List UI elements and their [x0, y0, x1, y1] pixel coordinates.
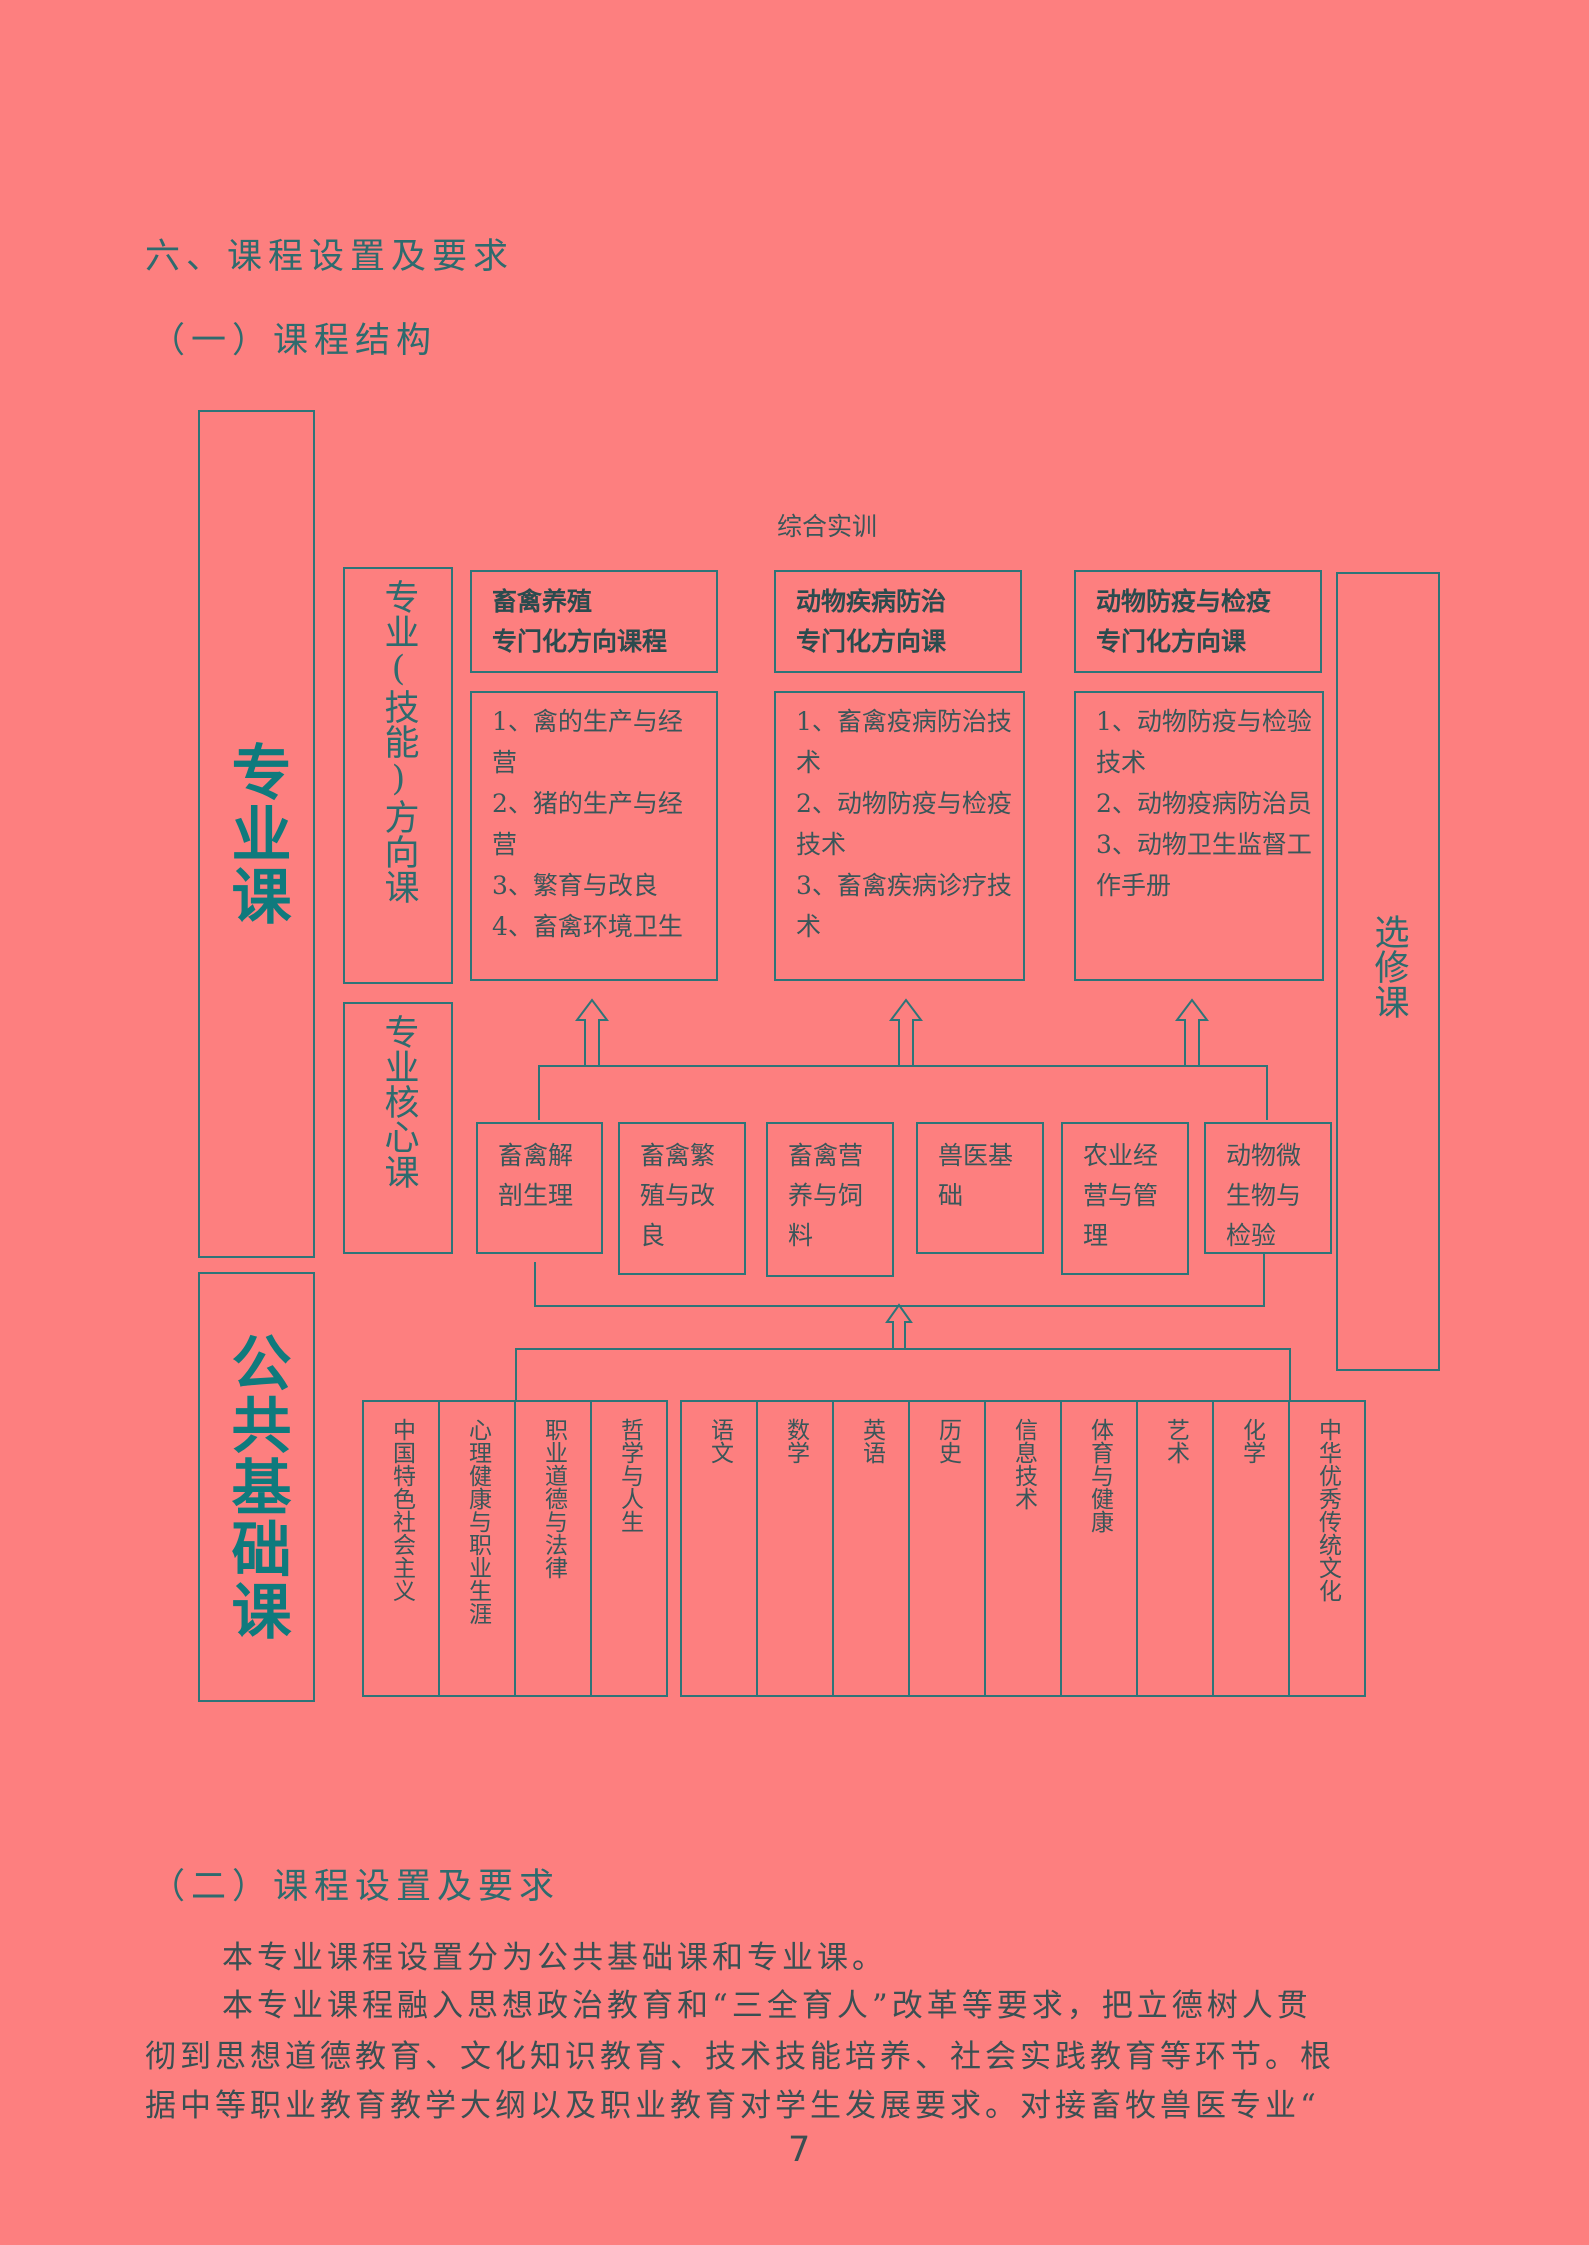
public-course-name: 数学 [782, 1418, 809, 1464]
paragraph-line: 彻到思想道德教育、文化知识教育、技术技能培养、社会实践教育等环节。根 [145, 2039, 1335, 2075]
public-course-cell: 信息技术 [986, 1402, 1062, 1695]
core-course-box: 农业经营与管理 [1061, 1122, 1189, 1275]
direction-course-item: 3、繁育与改良 [492, 871, 658, 900]
core-course-name: 畜禽解剖生理 [498, 1141, 574, 1210]
elective-course-label: 选修课 [1368, 914, 1409, 1019]
core-course-box: 畜禽解剖生理 [476, 1122, 603, 1254]
public-course-cell: 哲学与人生 [592, 1402, 666, 1695]
direction-course-list-box: 1、禽的生产与经营 2、猪的生产与经营 3、繁育与改良 4、畜禽环境卫生 [470, 691, 718, 981]
public-course-name: 艺术 [1162, 1418, 1189, 1464]
direction-title-line: 畜禽养殖 [492, 587, 593, 616]
core-course-box: 动物微生物与检验 [1204, 1122, 1332, 1254]
public-course-group: 语文 数学 英语 历史 信息技术 体育与健康 艺术 化学 中华优秀传统文化 [680, 1400, 1366, 1697]
paragraph-line: 本专业课程融入思想政治教育和“三全育人”改革等要求，把立德树人贯 [222, 1988, 1312, 2024]
public-course-name: 中国特色社会主义 [388, 1418, 415, 1602]
public-course-box: 公共基础课 [198, 1272, 315, 1702]
public-course-cell: 体育与健康 [1062, 1402, 1138, 1695]
direction-course-item: 2、猪的生产与经营 [492, 789, 683, 859]
direction-title-box: 畜禽养殖专门化方向课程 [470, 570, 718, 673]
public-course-name: 心理健康与职业生涯 [464, 1418, 491, 1625]
practice-label: 综合实训 [777, 512, 878, 541]
core-course-name: 畜禽营养与饲料 [788, 1141, 864, 1250]
public-course-cell: 艺术 [1138, 1402, 1214, 1695]
public-course-name: 中华优秀传统文化 [1314, 1418, 1341, 1602]
public-course-cell: 中华优秀传统文化 [1290, 1402, 1364, 1695]
core-course-box: 畜禽营养与饲料 [766, 1122, 894, 1277]
direction-title-box: 动物防疫与检疫专门化方向课 [1074, 570, 1322, 673]
subsection-heading-settings: （二）课程设置及要求 [150, 1867, 561, 1907]
core-course-name: 农业经营与管理 [1083, 1141, 1159, 1250]
direction-course-label: 专业(技能)方向课 [378, 579, 419, 904]
page-number: 7 [788, 2130, 811, 2170]
core-course-label-box: 专业核心课 [343, 1002, 453, 1254]
direction-course-item: 2、动物防疫与检疫技术 [796, 789, 1012, 859]
core-course-name: 畜禽繁殖与改良 [640, 1141, 716, 1250]
public-course-name: 职业道德与法律 [540, 1418, 567, 1579]
direction-title-line: 专门化方向课 [796, 627, 947, 656]
paragraph-line: 据中等职业教育教学大纲以及职业教育对学生发展要求。对接畜牧兽医专业“ [145, 2088, 1320, 2124]
subsection-heading-structure: （一）课程结构 [150, 321, 438, 361]
public-course-name: 历史 [934, 1418, 961, 1464]
direction-course-label-box: 专业(技能)方向课 [343, 567, 453, 984]
public-course-name: 英语 [858, 1418, 885, 1464]
direction-course-item: 3、畜禽疾病诊疗技术 [796, 871, 1012, 941]
direction-course-item: 3、动物卫生监督工作手册 [1096, 830, 1312, 900]
direction-course-item: 1、禽的生产与经营 [492, 707, 683, 777]
direction-title-line: 专门化方向课 [1096, 627, 1247, 656]
direction-course-item: 4、畜禽环境卫生 [492, 912, 683, 941]
public-course-cell: 历史 [910, 1402, 986, 1695]
core-course-label: 专业核心课 [378, 1014, 419, 1189]
public-course-cell: 语文 [682, 1402, 758, 1695]
public-course-cell: 英语 [834, 1402, 910, 1695]
core-course-name: 动物微生物与检验 [1226, 1141, 1302, 1250]
public-course-label: 公共基础课 [221, 1332, 291, 1642]
professional-course-box: 专业课 [198, 410, 315, 1258]
direction-course-item: 1、畜禽疫病防治技术 [796, 707, 1012, 777]
public-course-cell: 中国特色社会主义 [364, 1402, 440, 1695]
elective-course-box: 选修课 [1336, 572, 1440, 1371]
direction-course-item: 2、动物疫病防治员 [1096, 789, 1312, 818]
core-course-box: 畜禽繁殖与改良 [618, 1122, 746, 1275]
public-course-group: 中国特色社会主义 心理健康与职业生涯 职业道德与法律 哲学与人生 [362, 1400, 668, 1697]
public-course-name: 信息技术 [1010, 1418, 1037, 1510]
direction-course-item: 1、动物防疫与检验技术 [1096, 707, 1312, 777]
core-course-name: 兽医基础 [938, 1141, 1014, 1210]
public-course-cell: 数学 [758, 1402, 834, 1695]
public-course-name: 哲学与人生 [616, 1418, 643, 1533]
direction-title-box: 动物疾病防治专门化方向课 [774, 570, 1022, 673]
direction-title-line: 动物疾病防治 [796, 587, 947, 616]
direction-title-line: 动物防疫与检疫 [1096, 587, 1272, 616]
direction-course-list-box: 1、畜禽疫病防治技术 2、动物防疫与检疫技术 3、畜禽疾病诊疗技术 [774, 691, 1025, 981]
direction-course-list-box: 1、动物防疫与检验技术 2、动物疫病防治员 3、动物卫生监督工作手册 [1074, 691, 1324, 981]
core-course-box: 兽医基础 [916, 1122, 1044, 1254]
paragraph-line: 本专业课程设置分为公共基础课和专业课。 [222, 1940, 887, 1976]
public-course-name: 语文 [706, 1418, 733, 1464]
public-course-name: 化学 [1238, 1418, 1265, 1464]
professional-course-label: 专业课 [221, 741, 291, 927]
section-heading: 六、课程设置及要求 [145, 237, 515, 277]
direction-title-line: 专门化方向课程 [492, 627, 668, 656]
public-course-name: 体育与健康 [1086, 1418, 1113, 1533]
public-course-cell: 化学 [1214, 1402, 1290, 1695]
public-course-cell: 职业道德与法律 [516, 1402, 592, 1695]
public-course-cell: 心理健康与职业生涯 [440, 1402, 516, 1695]
